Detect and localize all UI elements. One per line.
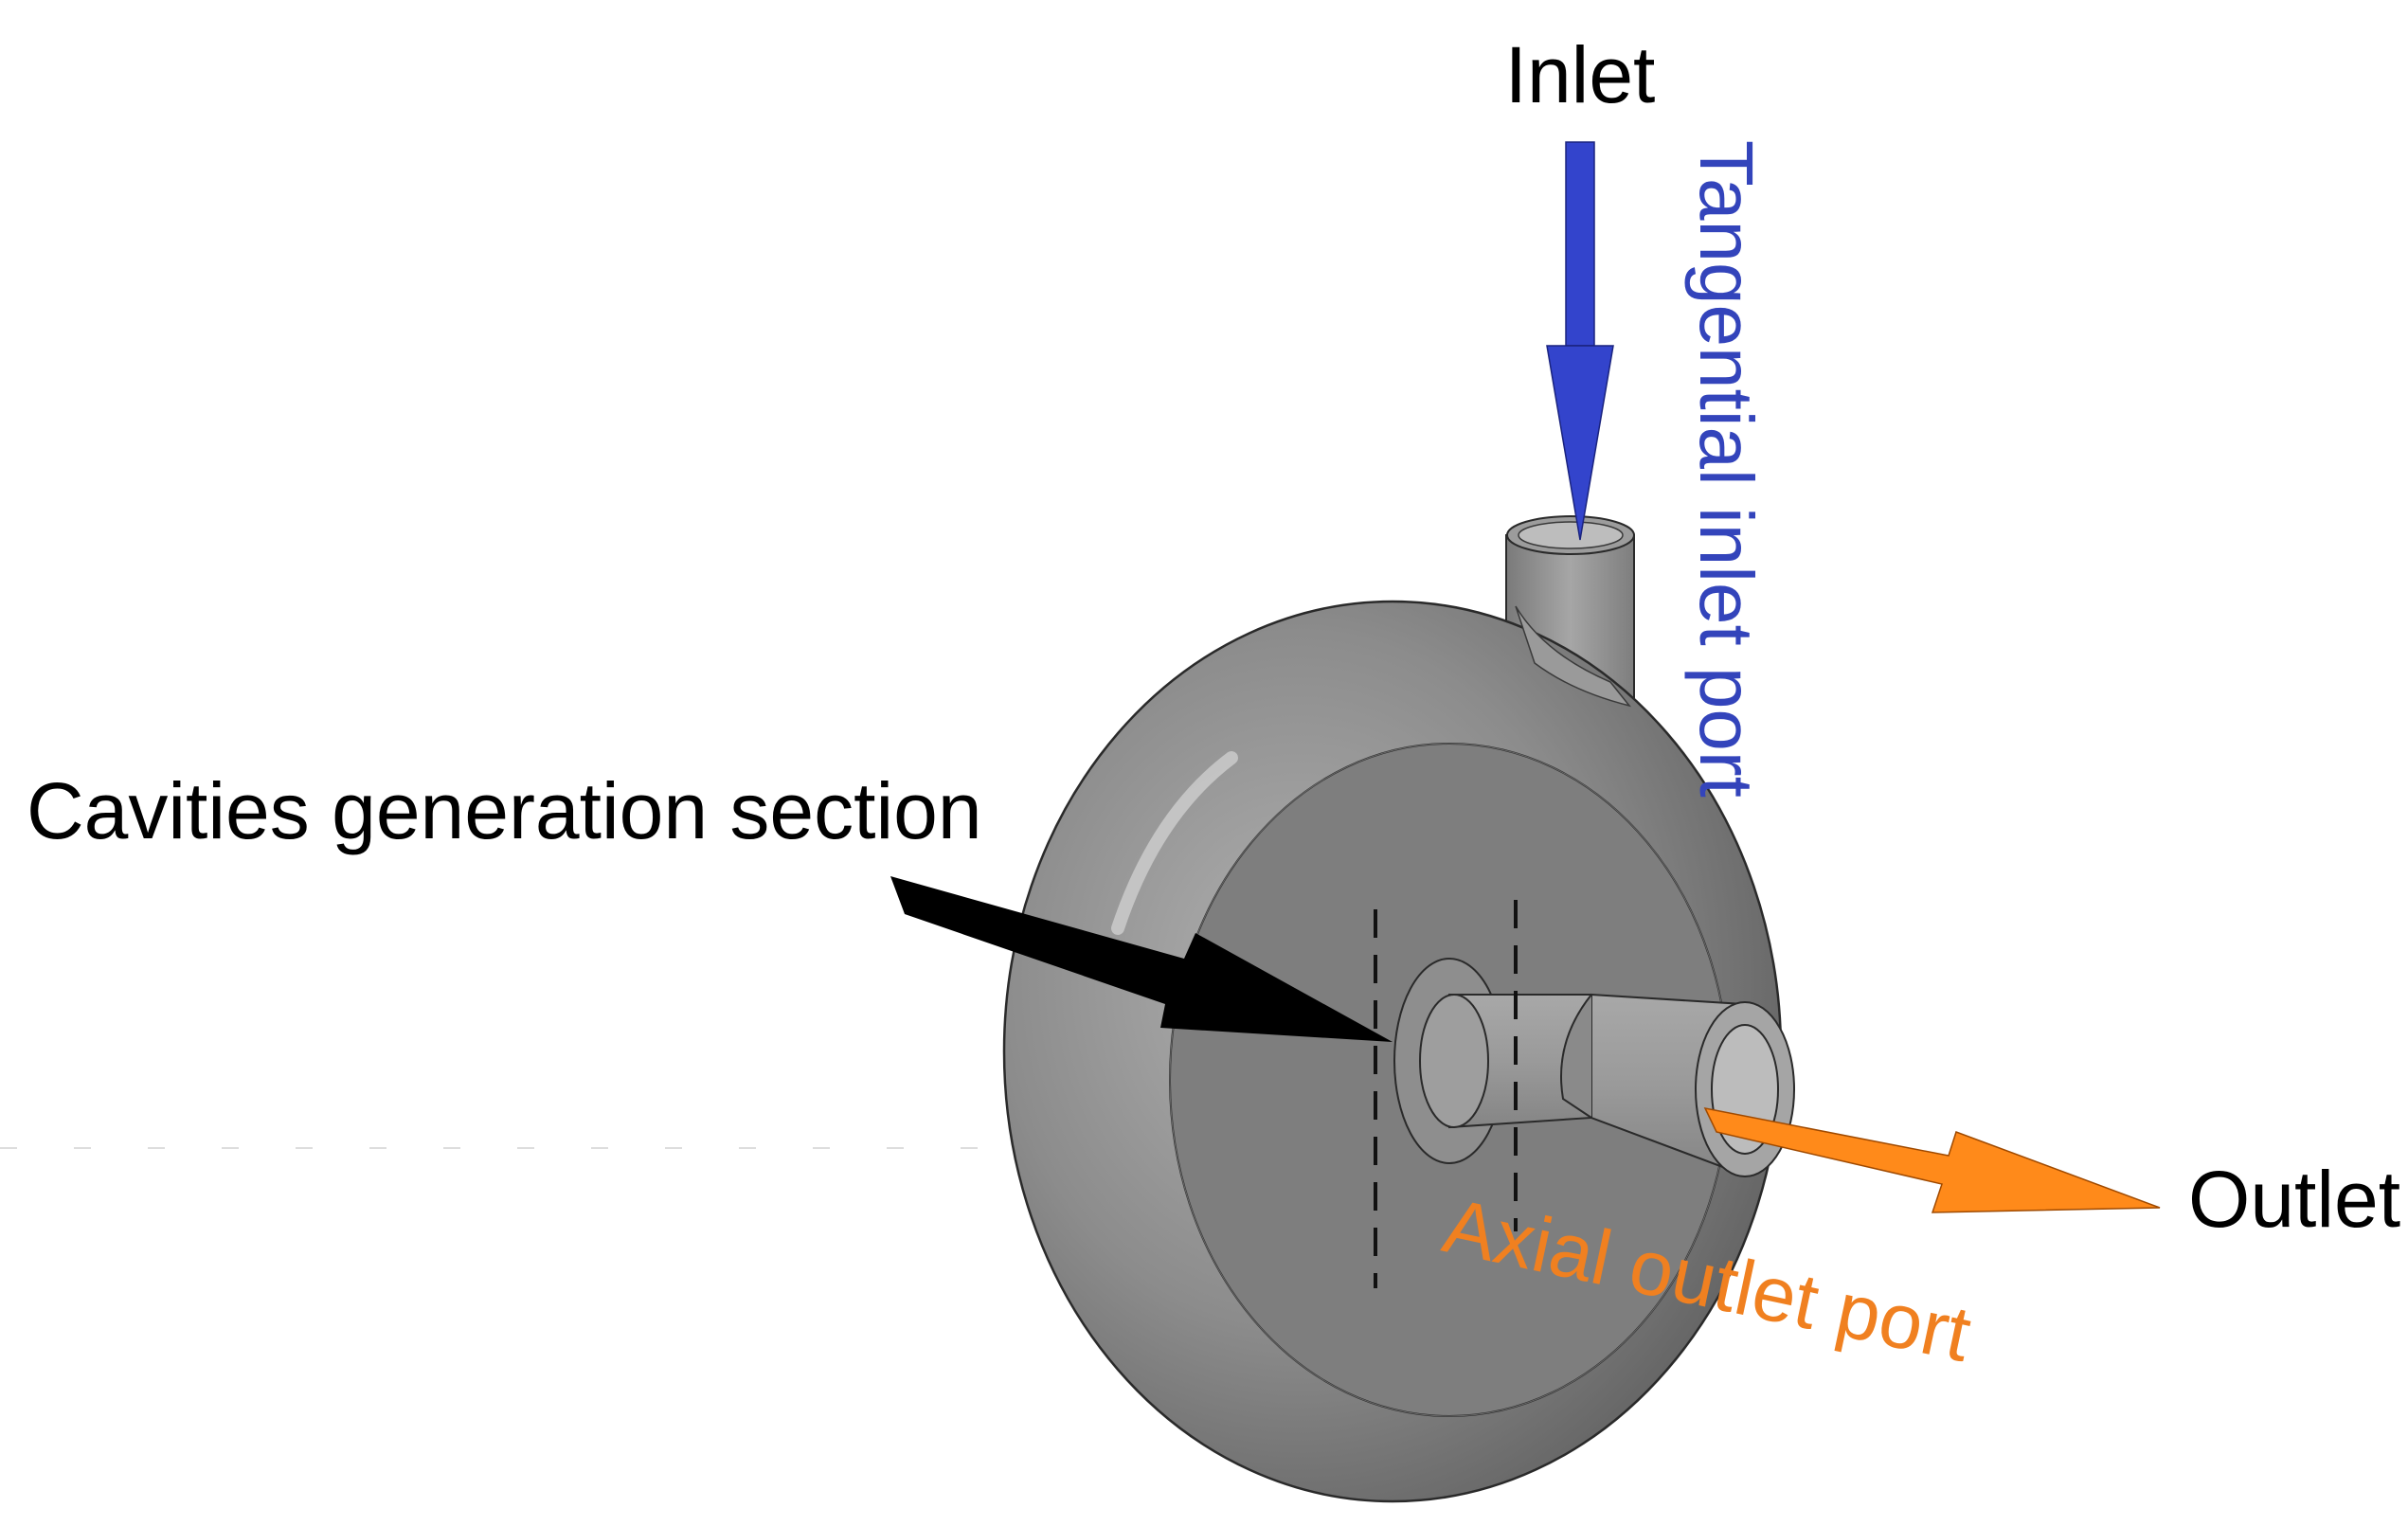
volute-casing (1002, 600, 1783, 1503)
inlet-label: Inlet (1505, 30, 1656, 119)
cavities-generation-section-label: Cavities generation section (27, 766, 982, 855)
cavities-pointer-arrow (890, 876, 1393, 1042)
outlet-label: Outlet (2188, 1155, 2400, 1244)
inlet-arrow (1546, 141, 1614, 541)
tangential-inlet-port-label: Tangential inlet port (1684, 140, 1769, 798)
outlet-arrow (1703, 1106, 2161, 1213)
inlet-blend (1515, 605, 1631, 708)
